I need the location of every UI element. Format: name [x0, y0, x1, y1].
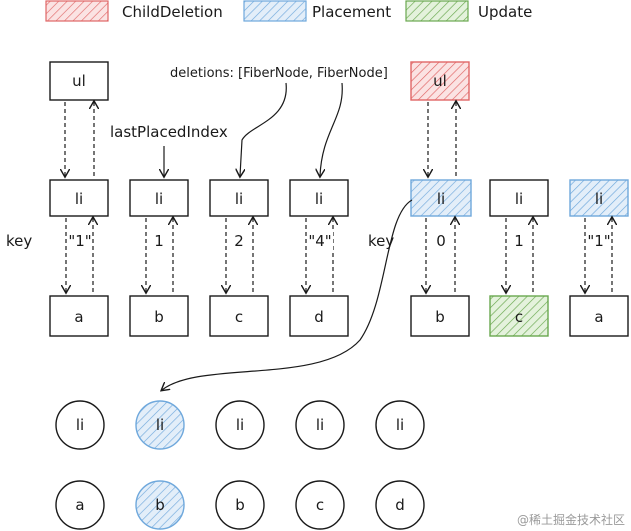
circle-label: b: [155, 496, 165, 514]
circle-label: c: [316, 496, 324, 514]
old-leaf-label: a: [74, 308, 83, 326]
old-leaf-node: [209, 295, 269, 337]
circle-node: [55, 480, 105, 530]
legend-item-placement: Placement: [243, 0, 391, 22]
placement-link-arrow: [162, 199, 413, 390]
deletion-arrow-c: [240, 82, 287, 176]
old-leaf-label: d: [314, 308, 324, 326]
old-li-label: li: [155, 190, 163, 208]
old-leaf-node: [129, 295, 189, 337]
new-key-label: "1": [587, 232, 610, 250]
old-key-label: 2: [234, 232, 244, 250]
old-li-node: [129, 179, 189, 217]
legend-label: ChildDeletion: [122, 3, 223, 21]
new-leaf-label: c: [515, 308, 523, 326]
circle-node: [295, 400, 345, 450]
old-key-label: 1: [154, 232, 164, 250]
old-leaf-label: b: [154, 308, 164, 326]
old-key-label: "4": [308, 232, 331, 250]
old-li-node: [209, 179, 269, 217]
legend: ChildDeletion Placement Update: [45, 0, 532, 22]
watermark: @稀土掘金技术社区: [517, 512, 625, 527]
old-li-label: li: [75, 190, 83, 208]
circle-label: li: [316, 416, 324, 434]
circle-node: [215, 400, 265, 450]
key-label-left: key: [6, 232, 32, 250]
last-placed-index-label: lastPlacedIndex: [110, 123, 228, 141]
new-key-label: 0: [436, 232, 446, 250]
circle-node: [135, 480, 185, 530]
new-li-label: li: [595, 190, 603, 208]
old-tree: ul li li li li "1" 1 2 "4": [49, 61, 349, 337]
deletion-arrow-d: [320, 82, 343, 176]
new-li-node: [489, 179, 549, 217]
new-key-label: 1: [514, 232, 524, 250]
old-leaf-node: [49, 295, 109, 337]
circle-label: b: [235, 496, 245, 514]
new-leaf-node: [489, 295, 549, 337]
new-li-node: [410, 179, 472, 217]
new-tree: ul li li li 0 1 "1" b c a: [410, 61, 629, 337]
new-ul-label: ul: [433, 72, 447, 90]
legend-item-update: Update: [405, 0, 532, 22]
deletions-label: deletions: [FiberNode, FiberNode]: [170, 66, 388, 81]
circle-node: [375, 400, 425, 450]
circle-label: li: [76, 416, 84, 434]
old-leaf-label: c: [235, 308, 243, 326]
circle-node: [135, 400, 185, 450]
key-label-right: key: [368, 232, 394, 250]
old-child-edges: [66, 218, 333, 292]
old-li-label: li: [315, 190, 323, 208]
new-child-edges: [426, 218, 612, 292]
new-leaf-node: [569, 295, 629, 337]
old-li-label: li: [235, 190, 243, 208]
circle-row-li: li li li li li: [55, 400, 425, 450]
circle-node: [55, 400, 105, 450]
old-leaf-node: [289, 295, 349, 337]
circle-label: li: [396, 416, 404, 434]
circle-label: li: [156, 416, 164, 434]
circle-label: a: [75, 496, 84, 514]
old-key-label: "1": [68, 232, 91, 250]
circle-label: d: [395, 496, 405, 514]
legend-label: Placement: [312, 3, 391, 21]
circle-node: [295, 480, 345, 530]
old-li-node: [289, 179, 349, 217]
new-leaf-node: [410, 295, 470, 337]
new-leaf-label: b: [435, 308, 445, 326]
new-li-node: [569, 179, 629, 217]
new-li-label: li: [437, 190, 445, 208]
circle-node: [375, 480, 425, 530]
new-li-label: li: [515, 190, 523, 208]
new-ul-node: [410, 61, 470, 101]
old-ul-label: ul: [72, 72, 86, 90]
legend-label: Update: [478, 3, 532, 21]
new-leaf-label: a: [594, 308, 603, 326]
old-li-node: [49, 179, 109, 217]
circle-label: li: [236, 416, 244, 434]
legend-item-child-deletion: ChildDeletion: [45, 0, 223, 22]
old-ul-node: [49, 61, 109, 101]
circle-row-leaves: a b b c d: [55, 480, 425, 530]
circle-node: [215, 480, 265, 530]
